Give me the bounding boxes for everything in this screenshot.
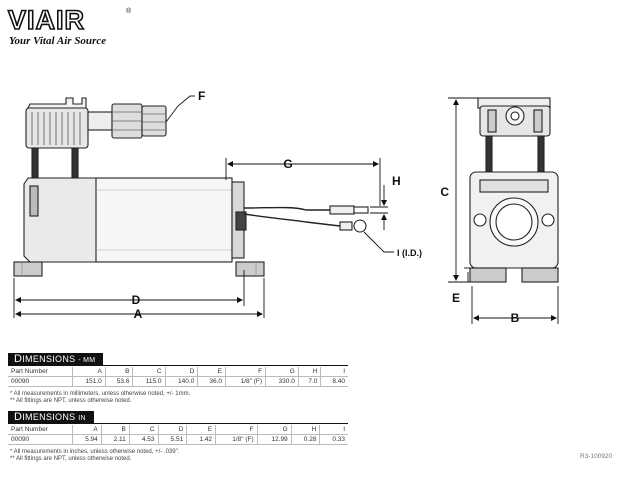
in-header-cell: F bbox=[215, 425, 258, 435]
mm-value-cell: 115.0 bbox=[132, 376, 166, 387]
mm-value-cell: 330.0 bbox=[265, 376, 299, 387]
ring-terminal bbox=[353, 219, 367, 233]
front-foot-left bbox=[469, 267, 507, 283]
mm-dimensions-table: Part Number A B C D E F G H I 00090 151.… bbox=[8, 367, 348, 387]
in-value-cell: 1.42 bbox=[186, 434, 217, 445]
mm-header-cell: H bbox=[298, 367, 322, 377]
in-header-cell: Part Number bbox=[8, 425, 73, 435]
side-view-dimensions bbox=[13, 95, 394, 318]
in-header-cell: D bbox=[158, 425, 188, 435]
in-title-cap: D bbox=[14, 411, 23, 423]
ground-wire bbox=[243, 213, 341, 227]
mm-title-cap: D bbox=[14, 353, 23, 365]
mm-header-cell: G bbox=[265, 367, 299, 377]
in-title-rest: IMENSIONS bbox=[22, 412, 76, 422]
mm-header-cell: B bbox=[105, 367, 134, 377]
dim-label-e: E bbox=[452, 291, 460, 305]
mm-table-rule bbox=[8, 365, 348, 366]
in-header-cell: A bbox=[72, 425, 102, 435]
power-wire bbox=[243, 206, 330, 211]
mm-header-cell: C bbox=[132, 367, 166, 377]
in-value-cell: 12.99 bbox=[257, 434, 292, 445]
logo-tagline: Your Vital Air Source bbox=[9, 35, 107, 47]
in-header-cell: C bbox=[129, 425, 159, 435]
document-number: R3-100920 bbox=[580, 453, 613, 460]
front-foot-right bbox=[521, 267, 559, 283]
in-value-cell: 00090 bbox=[8, 434, 73, 445]
in-table-rule bbox=[8, 423, 348, 424]
mm-header-row: Part Number A B C D E F G H I bbox=[8, 367, 348, 377]
mm-note-fittings: ** All fittings are NPT, unless otherwis… bbox=[10, 398, 132, 404]
air-outlet-fitting bbox=[87, 111, 113, 131]
cylinder-head bbox=[27, 97, 87, 109]
in-header-cell: I bbox=[319, 425, 348, 435]
in-header-cell: B bbox=[101, 425, 130, 435]
dim-label-h: H bbox=[392, 174, 401, 188]
registered-mark: ® bbox=[126, 8, 132, 15]
dim-label-a: A bbox=[134, 307, 143, 321]
in-header-cell: G bbox=[257, 425, 292, 435]
mounting-foot-left bbox=[13, 261, 43, 277]
mm-title-unit: - MM bbox=[78, 357, 96, 364]
mm-header-cell: E bbox=[197, 367, 226, 377]
front-view bbox=[469, 97, 559, 283]
in-header-row: Part Number A B C D E F G H I bbox=[8, 425, 348, 435]
mm-value-row: 00090 151.0 53.6 115.0 140.0 36.0 1/8" (… bbox=[8, 376, 348, 387]
in-title-unit: IN bbox=[78, 415, 86, 422]
in-value-cell: 0.33 bbox=[319, 434, 348, 445]
in-value-cell: 5.51 bbox=[158, 434, 188, 445]
dim-label-f: F bbox=[198, 89, 205, 103]
dim-label-c: C bbox=[440, 185, 449, 199]
logo-wordmark: VIAIR bbox=[7, 5, 86, 35]
side-view bbox=[13, 97, 369, 277]
mm-value-cell: 53.6 bbox=[105, 376, 134, 387]
in-dimensions-table: Part Number A B C D E F G H I 00090 5.94… bbox=[8, 425, 348, 445]
dim-label-d: D bbox=[132, 293, 141, 307]
mm-header-cell: Part Number bbox=[8, 367, 73, 377]
mm-value-cell: 7.0 bbox=[298, 376, 322, 387]
mm-title-rest: IMENSIONS bbox=[22, 354, 76, 364]
mm-value-cell: 151.0 bbox=[72, 376, 106, 387]
mm-value-cell: 1/8" (F) bbox=[225, 376, 267, 387]
in-note-fittings: ** All fittings are NPT, unless otherwis… bbox=[10, 456, 132, 462]
in-value-cell: 0.28 bbox=[291, 434, 321, 445]
in-note-measurements: * All measurements in inches, unless oth… bbox=[10, 449, 180, 455]
in-header-cell: H bbox=[291, 425, 321, 435]
spade-connector bbox=[329, 205, 355, 215]
mm-header-cell: F bbox=[225, 367, 267, 377]
in-value-row: 00090 5.94 2.11 4.53 5.51 1.42 1/8" (F) … bbox=[8, 434, 348, 445]
in-value-cell: 1/8" (F) bbox=[215, 434, 258, 445]
mm-note-measurements: * All measurements in millimeters, unles… bbox=[10, 391, 191, 397]
mm-value-cell: 8.40 bbox=[320, 376, 348, 387]
mm-header-cell: A bbox=[72, 367, 106, 377]
dim-label-i: I (I.D.) bbox=[397, 248, 422, 258]
in-value-cell: 4.53 bbox=[129, 434, 159, 445]
mounting-foot-right bbox=[235, 261, 265, 277]
mm-value-cell: 00090 bbox=[8, 376, 73, 387]
in-value-cell: 2.11 bbox=[101, 434, 130, 445]
dim-label-g: G bbox=[283, 157, 292, 171]
mm-header-cell: I bbox=[320, 367, 348, 377]
motor-body bbox=[95, 177, 233, 263]
in-table-title: DIMENSIONS IN bbox=[8, 411, 94, 424]
dim-label-b: B bbox=[511, 311, 520, 325]
compressor-dimension-drawing: F G H I (I.D.) D A C E B bbox=[13, 89, 559, 325]
mm-value-cell: 140.0 bbox=[165, 376, 199, 387]
mm-value-cell: 36.0 bbox=[197, 376, 226, 387]
viair-logo: VIAIR ® Your Vital Air Source bbox=[7, 5, 132, 48]
front-view-dimensions bbox=[448, 97, 559, 324]
mm-header-cell: D bbox=[165, 367, 199, 377]
in-value-cell: 5.94 bbox=[72, 434, 102, 445]
in-header-cell: E bbox=[186, 425, 217, 435]
mm-table-title: DIMENSIONS - MM bbox=[8, 353, 104, 366]
